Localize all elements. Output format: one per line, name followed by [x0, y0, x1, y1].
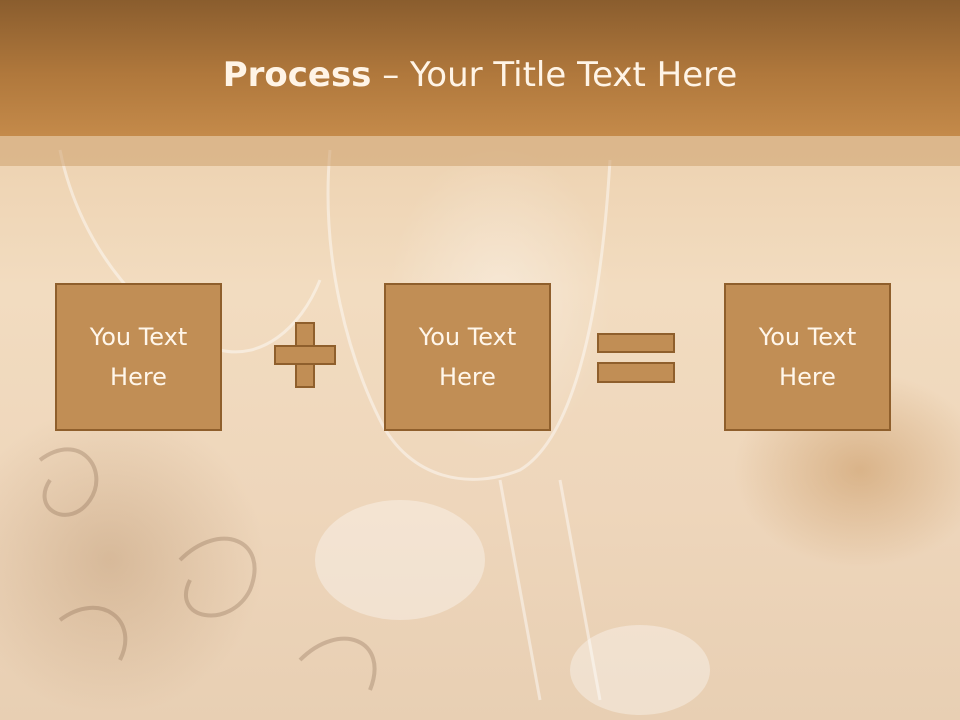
slide-title: Process – Your Title Text Here [0, 52, 960, 98]
title-bar-band [0, 136, 960, 166]
title-bold: Process [222, 55, 372, 95]
title-rest: – Your Title Text Here [371, 55, 738, 95]
title-bar [0, 0, 960, 136]
process-box-3[interactable]: You Text Here [724, 283, 891, 431]
process-box-1[interactable]: You Text Here [55, 283, 222, 431]
process-box-2[interactable]: You Text Here [384, 283, 551, 431]
process-box-1-text: You Text Here [89, 323, 188, 391]
process-box-2-text: You Text Here [418, 323, 517, 391]
plus-icon [274, 322, 336, 388]
process-box-3-text: You Text Here [758, 323, 857, 391]
equals-icon [597, 333, 675, 383]
